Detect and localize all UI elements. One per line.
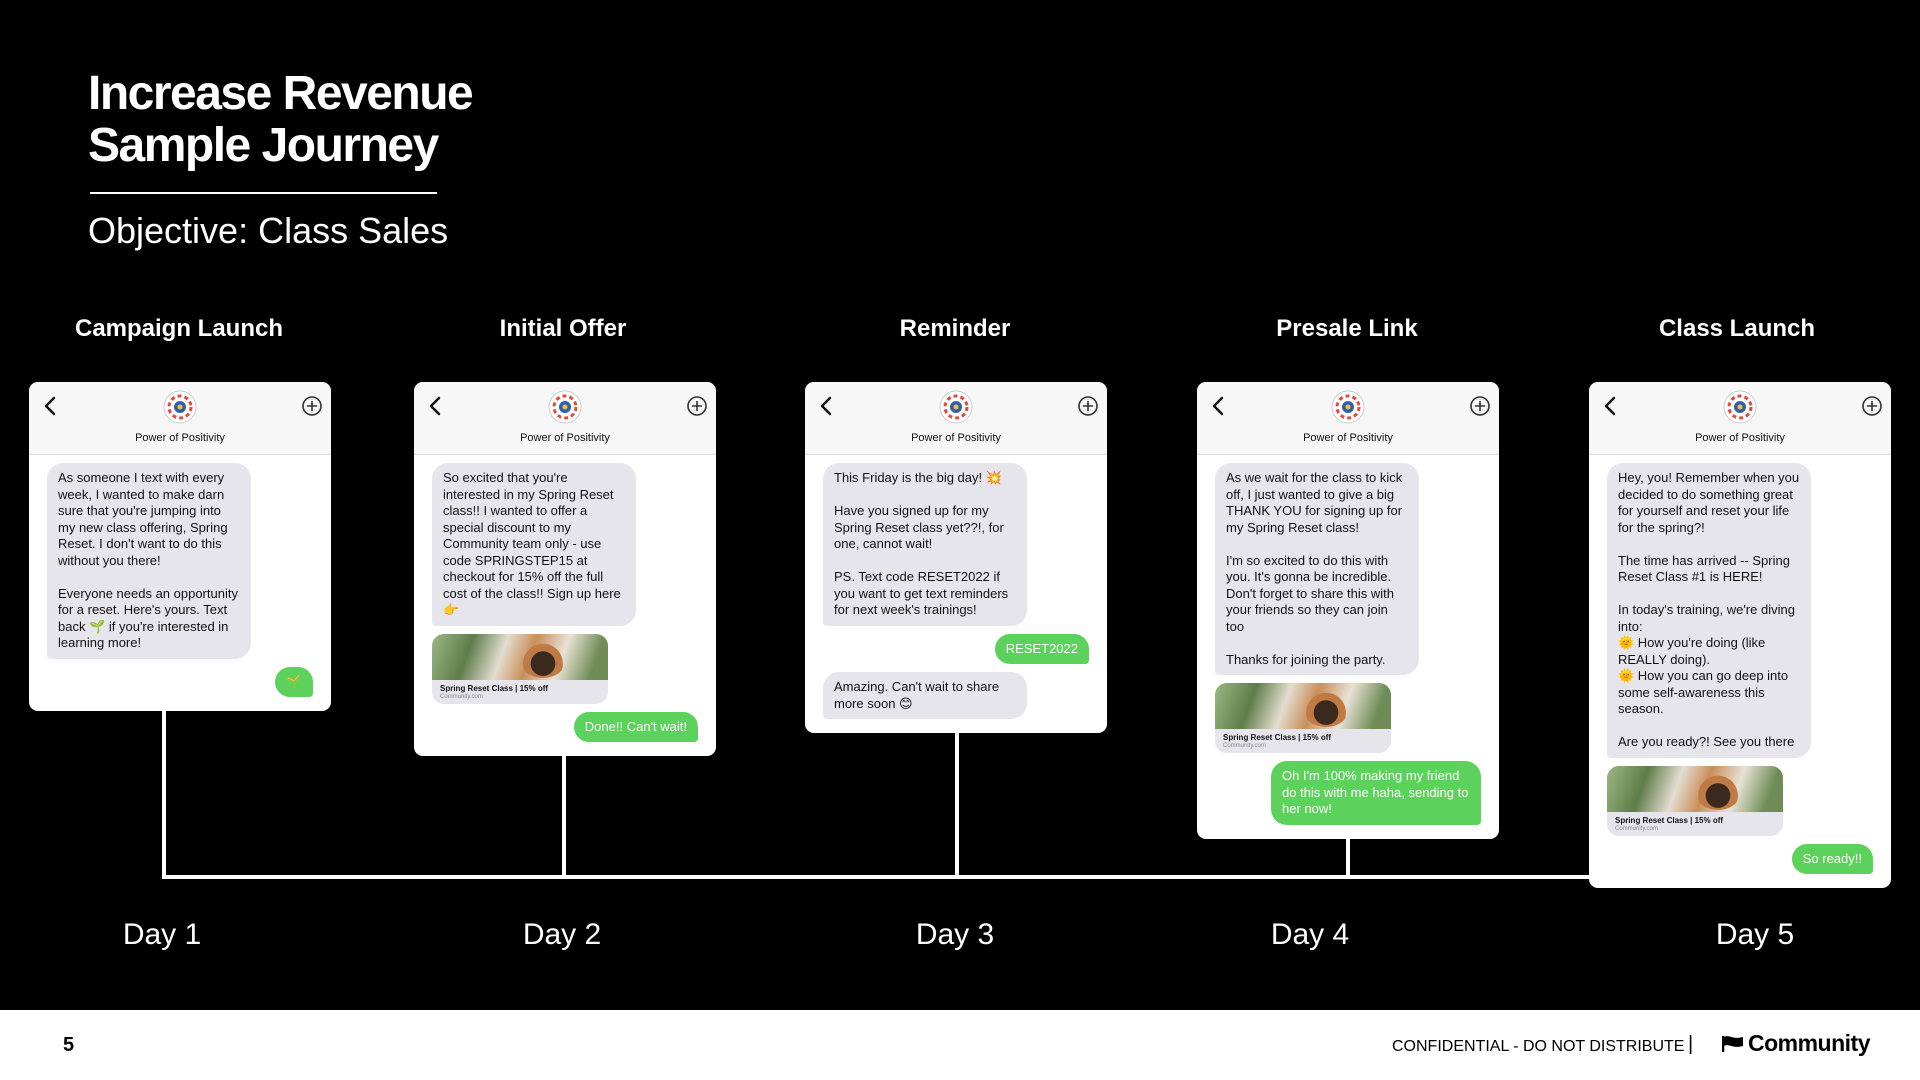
add-circle-icon[interactable] (1861, 395, 1883, 422)
incoming-message: As we wait for the class to kick off, I … (1215, 463, 1419, 675)
outgoing-message: So ready!! (1791, 843, 1873, 874)
contact-avatar (1331, 390, 1365, 424)
back-chevron-icon[interactable] (428, 396, 442, 421)
back-chevron-icon[interactable] (819, 396, 833, 421)
title-line-2: Sample Journey (88, 119, 439, 172)
outgoing-message: Oh I'm 100% making my friend do this wit… (1271, 761, 1481, 825)
timeline-connector (562, 756, 566, 879)
message-thread: As someone I text with every week, I wan… (29, 455, 331, 711)
stage-label: Class Launch (1658, 315, 1816, 342)
link-preview-domain: Community.com (1223, 743, 1266, 749)
day-label: Day 5 (1715, 918, 1795, 951)
plant-photo (1607, 765, 1783, 812)
brand-logo: Community (1722, 1030, 1871, 1057)
timeline-connector (1346, 839, 1350, 879)
title-line-1: Increase Revenue (88, 67, 474, 120)
page-title: Increase Revenue Sample Journey (88, 67, 474, 172)
message-thread: So excited that you're interested in my … (414, 455, 716, 756)
contact-avatar (163, 390, 197, 424)
contact-avatar (939, 390, 973, 424)
incoming-message: Amazing. Can't wait to share more soon 😊 (823, 672, 1027, 719)
day-label: Day 2 (522, 918, 602, 951)
title-divider (90, 192, 437, 194)
link-preview-domain: Community.com (1615, 825, 1658, 832)
timeline-connector (162, 711, 166, 879)
phone-mockup: Power of Positivity So excited that you'r… (414, 382, 716, 756)
footer: 5 CONFIDENTIAL - DO NOT DISTRIBUTE | Com… (0, 1010, 1920, 1080)
back-chevron-icon[interactable] (1603, 396, 1617, 421)
incoming-message: This Friday is the big day! 💥 Have you s… (823, 463, 1027, 626)
phone-mockup: Power of Positivity As we wait for the cl… (1197, 382, 1499, 839)
page-number: 5 (63, 1034, 75, 1056)
footer-separator: | (1688, 1033, 1694, 1055)
contact-avatar (548, 390, 582, 424)
contact-avatar (1723, 390, 1757, 424)
incoming-message: Hey, you! Remember when you decided to d… (1607, 463, 1811, 758)
flag-icon (1722, 1035, 1743, 1052)
add-circle-icon[interactable] (686, 395, 708, 422)
plant-photo (1215, 683, 1391, 729)
stage-label: Presale Link (1276, 315, 1418, 342)
day-label: Day 3 (915, 918, 995, 951)
stage-label: Campaign Launch (74, 315, 284, 342)
conversation-header: Power of Positivity (29, 382, 331, 455)
timeline-line (162, 875, 1758, 879)
message-thread: As we wait for the class to kick off, I … (1197, 455, 1499, 839)
conversation-header: Power of Positivity (805, 382, 1107, 455)
conversation-header: Power of Positivity (414, 382, 716, 455)
link-preview-title: Spring Reset Class | 15% off (1223, 733, 1332, 742)
page-subtitle: Objective: Class Sales (88, 210, 449, 251)
outgoing-message: Done!! Can't wait! (573, 711, 698, 742)
contact-name: Power of Positivity (520, 432, 610, 444)
contact-name: Power of Positivity (911, 432, 1001, 444)
stage-label: Reminder (899, 315, 1011, 342)
add-circle-icon[interactable] (301, 395, 323, 422)
incoming-message: So excited that you're interested in my … (432, 463, 636, 626)
plant-photo (432, 633, 608, 680)
add-circle-icon[interactable] (1469, 395, 1491, 422)
back-chevron-icon[interactable] (43, 396, 57, 421)
back-chevron-icon[interactable] (1211, 396, 1225, 421)
day-label: Day 4 (1270, 918, 1350, 951)
day-label: Day 1 (122, 918, 202, 951)
confidential-notice: CONFIDENTIAL - DO NOT DISTRIBUTE (1392, 1038, 1685, 1055)
outgoing-message: RESET2022 (994, 633, 1089, 664)
conversation-header: Power of Positivity (1197, 382, 1499, 455)
contact-name: Power of Positivity (1303, 432, 1393, 444)
conversation-header: Power of Positivity (1589, 382, 1891, 455)
message-thread: This Friday is the big day! 💥 Have you s… (805, 455, 1107, 733)
add-circle-icon[interactable] (1077, 395, 1099, 422)
contact-name: Power of Positivity (1695, 432, 1785, 444)
timeline-connector (955, 733, 959, 879)
link-preview-title: Spring Reset Class | 15% off (440, 683, 549, 693)
contact-name: Power of Positivity (135, 432, 225, 444)
brand-name: Community (1748, 1030, 1871, 1056)
phone-mockup: Power of Positivity As someone I text wit… (29, 382, 331, 711)
link-preview-title: Spring Reset Class | 15% off (1615, 815, 1724, 825)
incoming-message: As someone I text with every week, I wan… (47, 463, 251, 659)
outgoing-message: 🌱 (274, 666, 313, 697)
link-preview-domain: Community.com (440, 693, 483, 700)
timeline-connector (1756, 870, 1760, 879)
message-thread: Hey, you! Remember when you decided to d… (1589, 455, 1891, 888)
stage-label: Initial Offer (499, 315, 627, 342)
